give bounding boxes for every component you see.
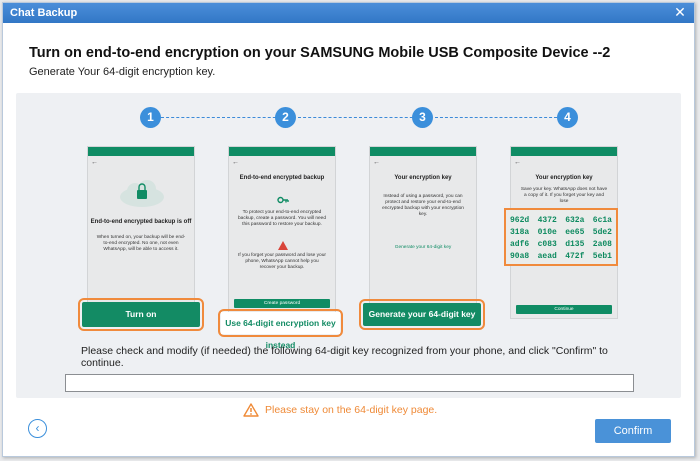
- warning-message: Please stay on the 64-digit key page.: [243, 402, 437, 418]
- phone-screenshot-2: ← End-to-end encrypted backup To protect…: [228, 146, 336, 319]
- page-title: Turn on end-to-end encryption on your SA…: [29, 45, 611, 61]
- key-chunk: 010e: [537, 228, 557, 237]
- key-row: adf6 c083 d135 2a08: [510, 239, 612, 251]
- step-connector: [298, 117, 423, 118]
- key-chunk: 5de2: [592, 228, 612, 237]
- key-chunk: 2a08: [592, 240, 612, 249]
- key-chunk: 5eb1: [592, 252, 612, 261]
- window-title: Chat Backup: [10, 7, 78, 19]
- generate-key-button[interactable]: Generate your 64-digit key: [363, 303, 481, 326]
- warning-icon: [243, 403, 259, 417]
- key-icon: [277, 196, 289, 204]
- confirm-button[interactable]: Confirm: [595, 419, 671, 443]
- phone-title: End-to-end encrypted backup is off: [90, 219, 192, 225]
- encryption-key-input[interactable]: [65, 374, 634, 392]
- phone-screenshot-3: ← Your encryption key Instead of using a…: [369, 146, 477, 319]
- key-chunk: 632a: [565, 216, 585, 225]
- back-arrow-icon: ←: [514, 159, 521, 166]
- phone-title: Your encryption key: [394, 175, 452, 181]
- key-chunk: d135: [565, 240, 585, 249]
- page-subtitle: Generate Your 64-digit encryption key.: [29, 66, 216, 78]
- key-chunk: 318a: [510, 228, 530, 237]
- cloud-lock-icon: [120, 180, 164, 207]
- phone-text: When turned on, your backup will be end-…: [96, 235, 186, 252]
- continue-bar: Continue: [516, 305, 612, 314]
- key-chunk: 6c1a: [592, 216, 612, 225]
- key-chunk: adf6: [510, 240, 530, 249]
- encryption-key-grid: 962d 4372 632a 6c1a 318a 010e ee65 5de2 …: [504, 208, 618, 266]
- highlight-ring: [78, 298, 204, 331]
- title-bar: Chat Backup ✕: [3, 3, 694, 23]
- status-bar: [88, 147, 194, 156]
- back-button[interactable]: ‹: [28, 419, 47, 438]
- key-chunk: 4372: [537, 216, 557, 225]
- key-chunk: 472f: [565, 252, 585, 261]
- generate-key-link: Generate your 64-digit key: [394, 245, 452, 250]
- key-chunk: c083: [537, 240, 557, 249]
- key-row: 962d 4372 632a 6c1a: [510, 215, 612, 227]
- highlight-ring: [218, 309, 343, 337]
- highlight-ring: [359, 299, 485, 330]
- step-connector: [161, 117, 286, 118]
- phone-title: Your encryption key: [535, 175, 593, 181]
- warning-triangle-icon: [278, 241, 288, 250]
- instruction-text: Please check and modify (if needed) the …: [81, 345, 608, 369]
- use-key-instead-button[interactable]: Use 64-digit encryption key instead: [221, 312, 340, 350]
- phone-text: Instead of using a password, you can pro…: [382, 194, 464, 217]
- warning-text: Please stay on the 64-digit key page.: [265, 404, 438, 416]
- turn-on-button[interactable]: Turn on: [82, 302, 200, 327]
- back-arrow-icon: ←: [232, 159, 239, 166]
- step-indicator: 1 2 3 4: [16, 93, 681, 143]
- key-chunk: 962d: [510, 216, 530, 225]
- phone-title: End-to-end encrypted backup: [239, 175, 325, 181]
- step-connector: [435, 117, 562, 118]
- step-1: 1: [140, 107, 161, 128]
- step-2: 2: [275, 107, 296, 128]
- status-bar: [229, 147, 335, 156]
- key-row: 90a8 aead 472f 5eb1: [510, 251, 612, 263]
- phone-screenshot-1: ← End-to-end encrypted backup is off Whe…: [87, 146, 195, 319]
- phone-text: If you forget your password and lose you…: [238, 253, 326, 270]
- key-row: 318a 010e ee65 5de2: [510, 227, 612, 239]
- steps-panel: 1 2 3 4 ← End-to-end encrypted backup is…: [16, 93, 681, 398]
- key-chunk: 90a8: [510, 252, 530, 261]
- chat-backup-window: Chat Backup ✕ Turn on end-to-end encrypt…: [2, 2, 695, 457]
- step-4: 4: [557, 107, 578, 128]
- status-bar: [511, 147, 617, 156]
- create-password-bar: Create password: [234, 299, 330, 308]
- key-chunk: aead: [537, 252, 557, 261]
- back-arrow-icon: ←: [373, 159, 380, 166]
- phone-text: To protect your end-to-end encrypted bac…: [238, 210, 326, 227]
- phone-text: Save your key. WhatsApp does not have a …: [520, 187, 608, 204]
- back-arrow-icon: ←: [91, 159, 98, 166]
- close-icon[interactable]: ✕: [674, 4, 686, 20]
- key-chunk: ee65: [565, 228, 585, 237]
- status-bar: [370, 147, 476, 156]
- step-3: 3: [412, 107, 433, 128]
